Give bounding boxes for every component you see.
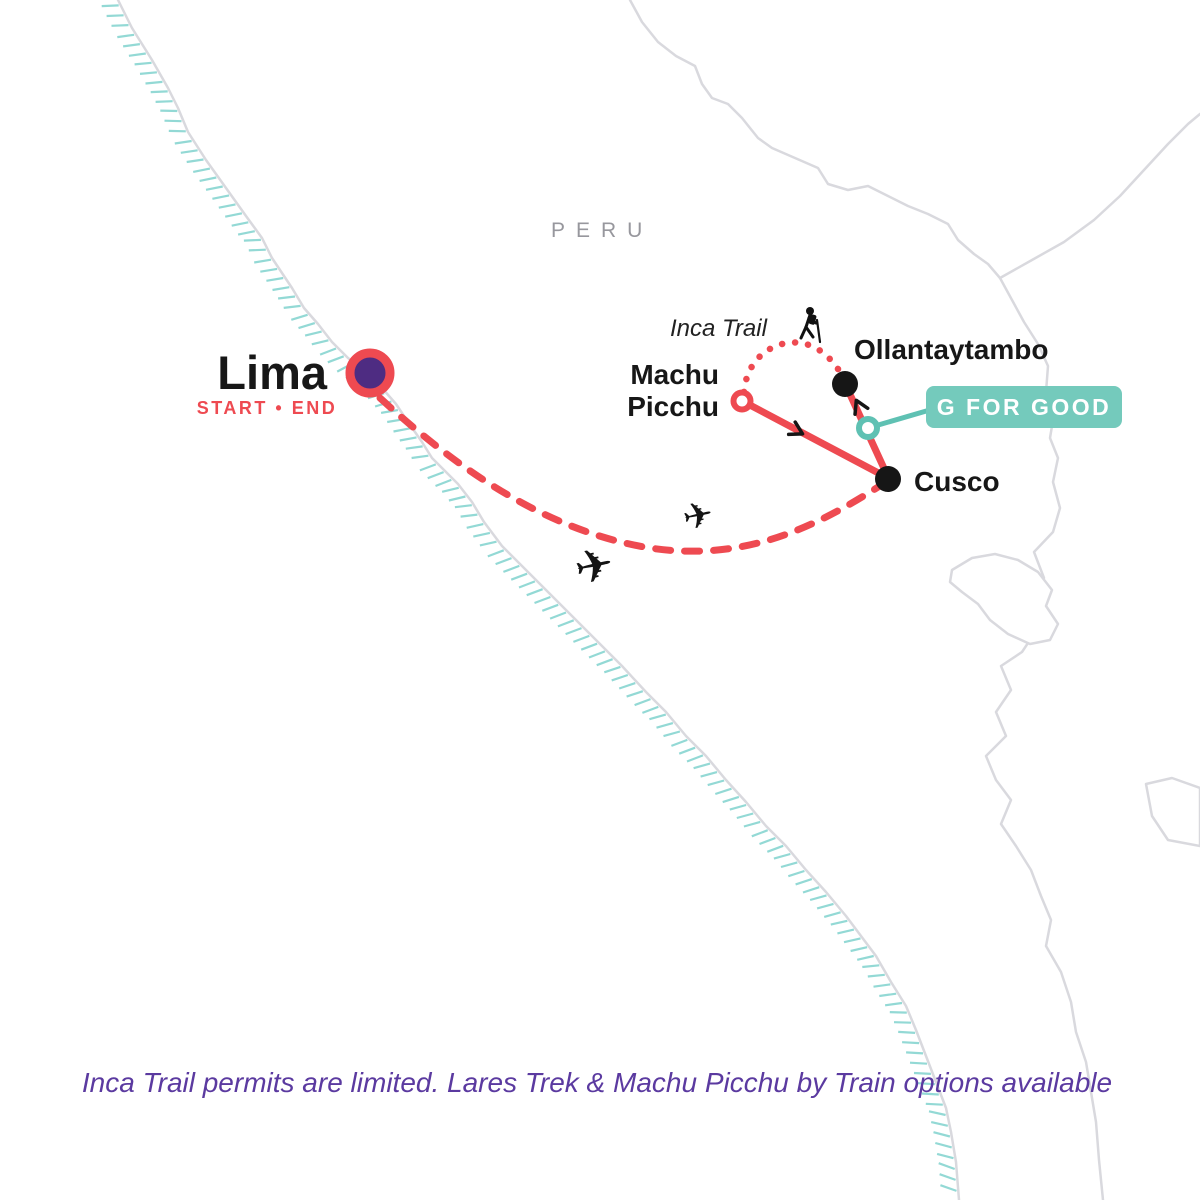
direction-arrow: [786, 420, 805, 437]
g-for-good-label: G FOR GOOD: [937, 394, 1112, 420]
lima-label: Lima: [217, 346, 328, 399]
airplane-icon: ✈: [570, 537, 619, 596]
lima-start-end-label: START • END: [197, 398, 337, 418]
region-label: PERU: [551, 219, 653, 242]
machu-picchu-marker: [730, 389, 754, 413]
border-northeast-branch: [998, 112, 1200, 280]
hiker-icon: [799, 307, 822, 344]
machu-picchu-label-line2: Picchu: [627, 391, 719, 422]
route-inca-trail: [740, 339, 844, 396]
route-lima-cusco-flight: [376, 394, 890, 555]
g-for-good-marker: [856, 416, 880, 440]
lake-titicaca: [948, 552, 1060, 646]
ollantaytambo-marker: [832, 371, 858, 397]
cusco-label: Cusco: [914, 466, 1000, 497]
border-east-fragment: [1144, 776, 1200, 848]
coast-hatching: [101, 4, 957, 1192]
lima-marker: [345, 348, 395, 398]
ollantaytambo-label: Ollantaytambo: [854, 334, 1048, 365]
direction-arrow: [853, 398, 870, 416]
map-caption: Inca Trail permits are limited. Lares Tr…: [82, 1067, 1112, 1098]
inca-trail-label: Inca Trail: [670, 315, 768, 342]
cusco-marker: [875, 466, 901, 492]
g-for-good-badge: [926, 386, 1122, 428]
machu-picchu-label-line1: Machu: [630, 359, 719, 390]
airplane-icon: ✈: [679, 492, 717, 538]
route-machu-picchu-cusco: [744, 400, 890, 481]
coastline: [116, 0, 961, 1200]
border-north-east: [628, 0, 1105, 1200]
